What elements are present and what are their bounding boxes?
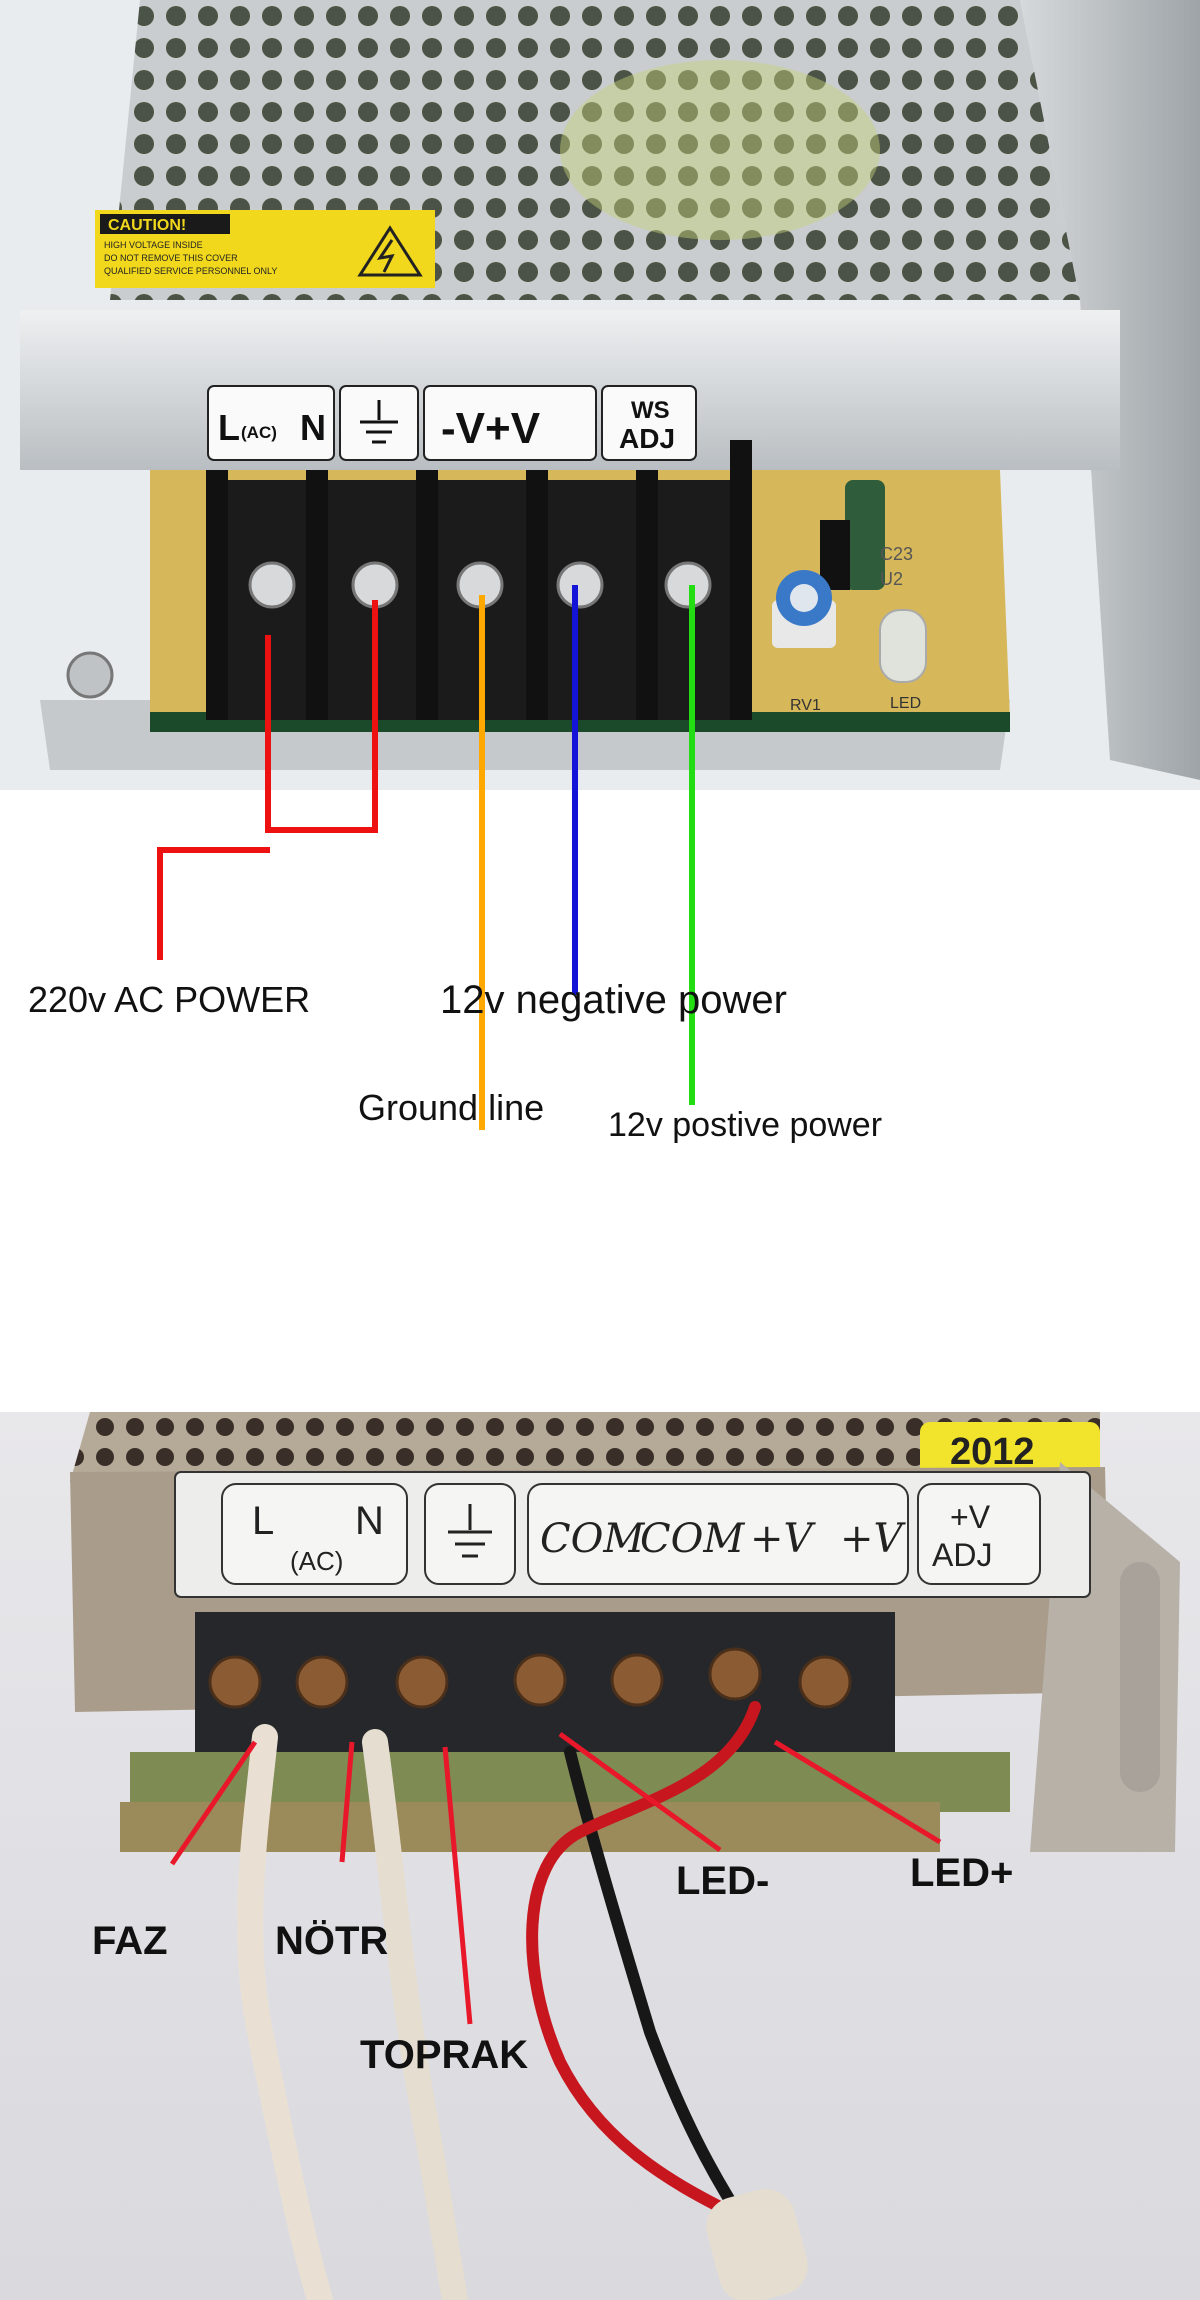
pointer-faz [169, 1740, 258, 1866]
red-wire [526, 1701, 761, 2218]
year-sticker: 2012 [920, 1422, 1100, 1477]
annotation-ac-power: 220v AC POWER [28, 979, 310, 1020]
label-com-1: COM [540, 1516, 645, 1562]
mounting-slot [1120, 1562, 1160, 1792]
label-ws: WS [631, 397, 670, 424]
trim-potentiometer [772, 570, 836, 648]
annotation-faz: FAZ [92, 1919, 168, 1963]
label-v-2: +V [840, 1516, 907, 1562]
high-voltage-icon [357, 225, 423, 277]
label-com-2: COM [640, 1516, 745, 1562]
capacitor [845, 480, 885, 590]
board-mark-led: LED [890, 695, 921, 712]
terminal-label-strip: L (AC) N -V+V WS ADJ [207, 385, 697, 461]
board-mark-u2: U2 [880, 569, 903, 589]
caution-sticker: CAUTION! HIGH VOLTAGE INSIDE DO NOT REMO… [95, 210, 435, 288]
label-adj-v: +V [950, 1499, 991, 1535]
terminal-screws [208, 1647, 852, 1709]
pointer-toprak [442, 1746, 473, 2025]
label-v-1: +V [750, 1516, 817, 1562]
annotation-notr: NÖTR [275, 1918, 388, 1963]
annotation-led-minus: LED- [676, 1859, 769, 1903]
terminal-screws [248, 561, 712, 609]
caution-line-3: QUALIFIED SERVICE PERSONNEL ONLY [104, 266, 277, 276]
year-sticker-text: 2012 [950, 1431, 1035, 1473]
label-voltage: -V+V [441, 404, 541, 453]
terminal-label-strip: L N (AC) COM COM +V +V +V ADJ [174, 1471, 1091, 1598]
black-component [820, 520, 850, 590]
annotation-negative: 12v negative power [440, 978, 787, 1022]
power-supply-top-photo: CAUTION! HIGH VOLTAGE INSIDE DO NOT REMO… [0, 0, 1200, 1144]
label-ac: (AC) [290, 1546, 343, 1576]
perforated-cover [70, 1412, 1100, 1482]
label-adj: ADJ [619, 423, 675, 454]
earth-ground-icon [448, 1504, 492, 1558]
annotation-led-plus: LED+ [910, 1851, 1013, 1895]
annotation-positive: 12v postive power [608, 1106, 882, 1144]
annotation-ground: Ground line [358, 1087, 544, 1128]
label-l: L [252, 1499, 274, 1543]
ac-wire [157, 600, 378, 960]
pointer-notr [339, 1741, 355, 1863]
label-n: N [355, 1499, 384, 1543]
earth-ground-icon [360, 400, 398, 444]
caution-title: CAUTION! [108, 217, 186, 234]
notr-wire [362, 1729, 468, 2300]
board-mark-rv1: RV1 [790, 697, 821, 714]
cable-sheath [706, 2188, 808, 2300]
caution-line-2: DO NOT REMOVE THIS COVER [104, 253, 238, 263]
faz-wire [237, 1724, 333, 2300]
lightning-bolt-icon [376, 239, 395, 273]
internal-glow [560, 60, 880, 240]
annotation-toprak: TOPRAK [360, 2033, 528, 2077]
pointer-led-plus [773, 1739, 942, 1845]
mounting-screw [66, 651, 114, 699]
indicator-led [879, 609, 927, 683]
board-mark-c23: C23 [880, 544, 913, 564]
label-l: L [218, 407, 240, 448]
pointer-led-minus [558, 1731, 722, 1853]
label-adj: ADJ [932, 1537, 992, 1573]
power-supply-bottom-photo: 2012 L N (AC) COM COM +V +V +V ADJ [0, 1412, 1200, 2300]
label-ac: (AC) [241, 423, 277, 442]
label-n: N [300, 407, 326, 448]
caution-line-1: HIGH VOLTAGE INSIDE [104, 240, 203, 250]
